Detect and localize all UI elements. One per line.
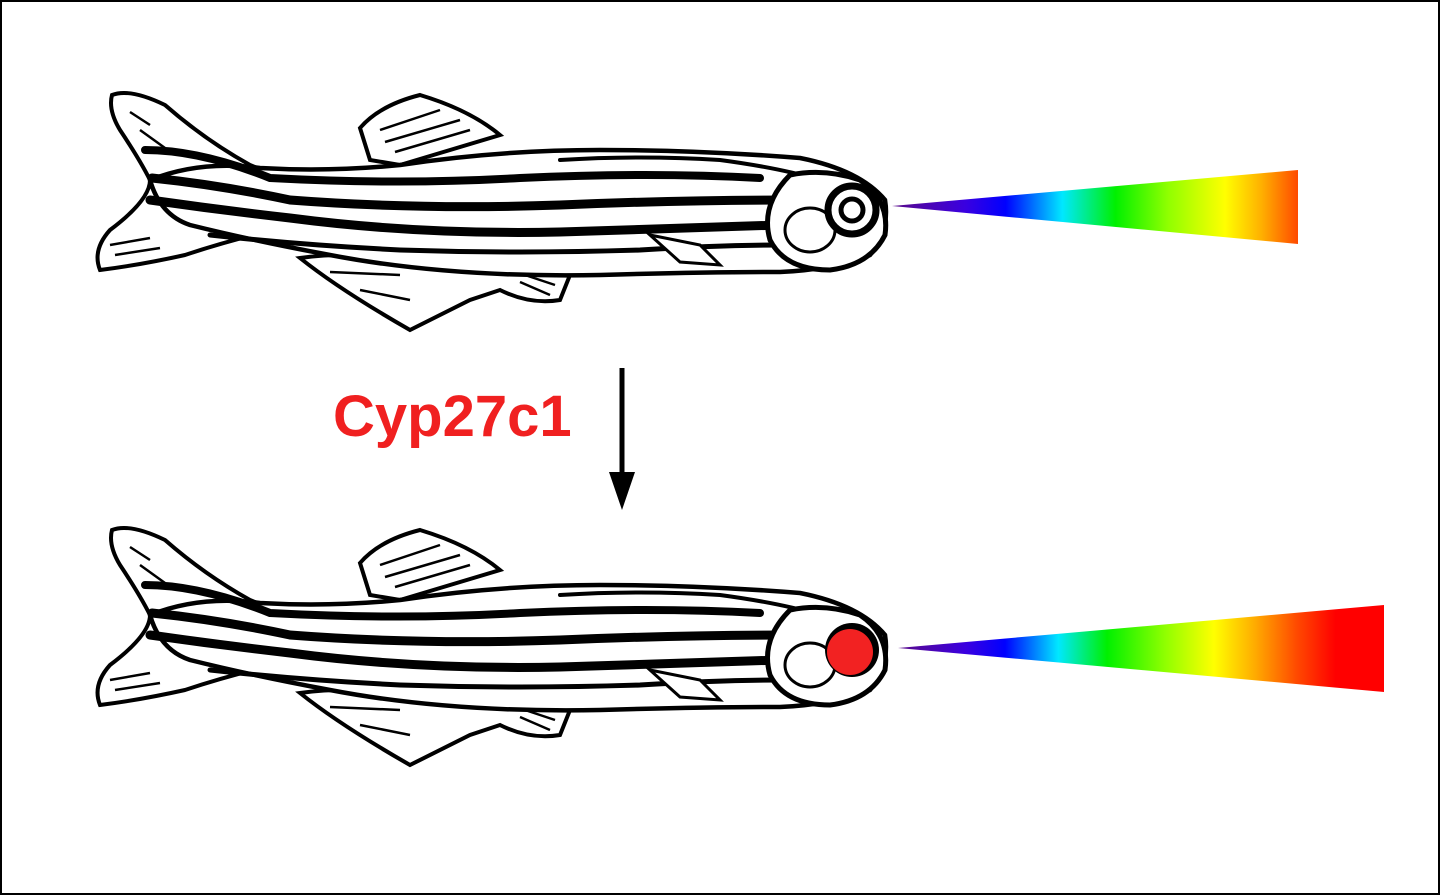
bottom-zebrafish: [98, 528, 886, 765]
top-fish-eye-icon: [824, 182, 880, 238]
down-arrow-icon: [609, 368, 635, 510]
bottom-spectrum-beam: [898, 605, 1384, 692]
top-zebrafish: [98, 93, 1298, 330]
enzyme-label: Cyp27c1: [333, 384, 572, 449]
bottom-fish-red-eye-icon: [825, 623, 879, 677]
top-spectrum-beam: [892, 170, 1298, 244]
